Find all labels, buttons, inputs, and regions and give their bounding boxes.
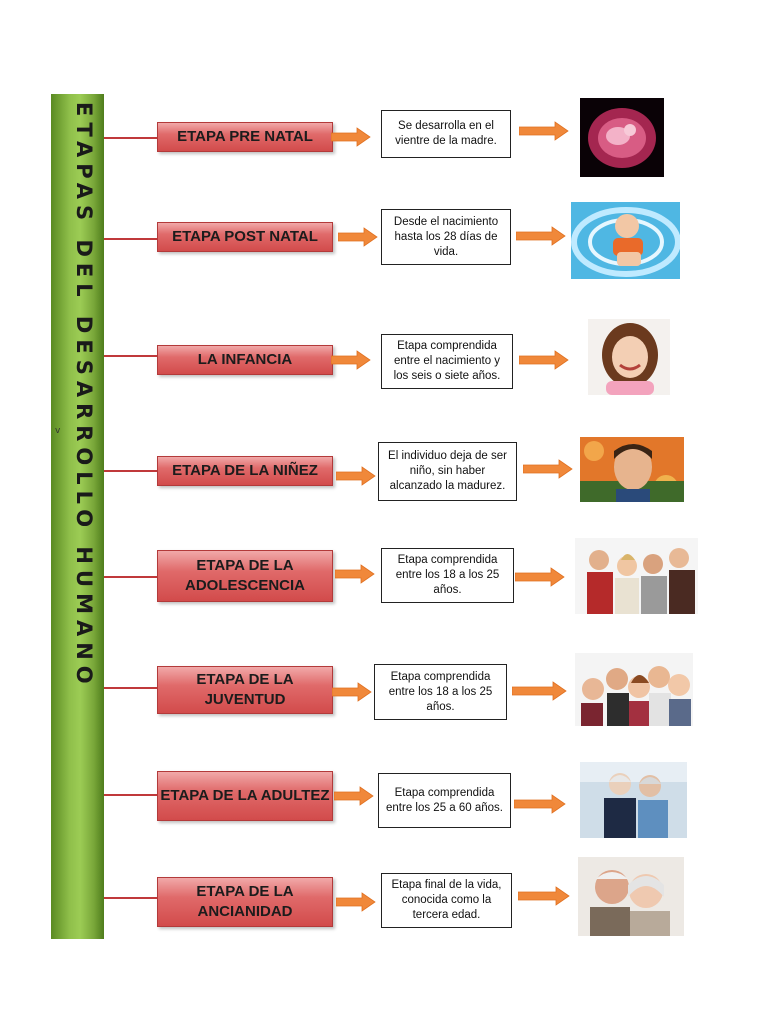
stage-description: El individuo deja de ser niño, sin haber… [378,442,517,501]
adults-photo [580,762,687,838]
stage-box-infancia: LA INFANCIA [157,345,333,375]
connector-line [104,355,158,357]
arrow-right-icon [519,350,569,370]
baby-photo [571,202,680,279]
arrow-right-icon [514,794,566,814]
arrow-right-icon [519,121,569,141]
connector-line [104,897,158,899]
stage-box-ancianidad: ETAPA DE LA ANCIANIDAD [157,877,333,927]
arrow-right-icon [338,227,378,247]
stage-description: Etapa final de la vida, conocida como la… [381,873,512,928]
fetus-photo [580,98,664,177]
connector-line [104,687,158,689]
arrow-right-icon [518,886,570,906]
stage-box-juventud: ETAPA DE LA JUVENTUD [157,666,333,714]
title-text: ETAPAS DEL DESARROLLO HUMANO [72,102,96,690]
stray-mark: v [55,426,61,436]
stage-box-adolescencia: ETAPA DE LA ADOLESCENCIA [157,550,333,602]
arrow-right-icon [334,786,374,806]
elderly-photo [578,857,684,936]
stage-box-prenatal: ETAPA PRE NATAL [157,122,333,152]
stage-description: Etapa comprendida entre los 18 a los 25 … [381,548,514,603]
stage-description: Etapa comprendida entre los 18 a los 25 … [374,664,507,720]
girl-photo [588,319,670,395]
connector-line [104,470,158,472]
arrow-right-icon [336,892,376,912]
arrow-right-icon [331,350,371,370]
stage-box-postnatal: ETAPA POST NATAL [157,222,333,252]
boy-photo [580,437,684,502]
arrow-right-icon [523,459,573,479]
sidebar-banner: ETAPAS DEL DESARROLLO HUMANO [51,94,104,939]
stage-box-ninez: ETAPA DE LA NIÑEZ [157,456,333,486]
arrow-right-icon [515,567,565,587]
arrow-right-icon [512,681,567,701]
stage-description: Desde el nacimiento hasta los 28 días de… [381,209,511,265]
stage-description: Etapa comprendida entre los 25 a 60 años… [378,773,511,828]
sidebar-title: ETAPAS DEL DESARROLLO HUMANO [72,102,96,690]
connector-line [104,238,158,240]
stage-box-adultez: ETAPA DE LA ADULTEZ [157,771,333,821]
arrow-right-icon [331,127,371,147]
connector-line [104,576,158,578]
teens-photo [575,538,698,614]
connector-line [104,794,158,796]
youth-photo [575,653,693,726]
stage-description: Etapa comprendida entre el nacimiento y … [381,334,513,389]
stage-description: Se desarrolla en el vientre de la madre. [381,110,511,158]
arrow-right-icon [332,682,372,702]
arrow-right-icon [336,466,376,486]
arrow-right-icon [335,564,375,584]
connector-line [104,137,158,139]
arrow-right-icon [516,226,566,246]
